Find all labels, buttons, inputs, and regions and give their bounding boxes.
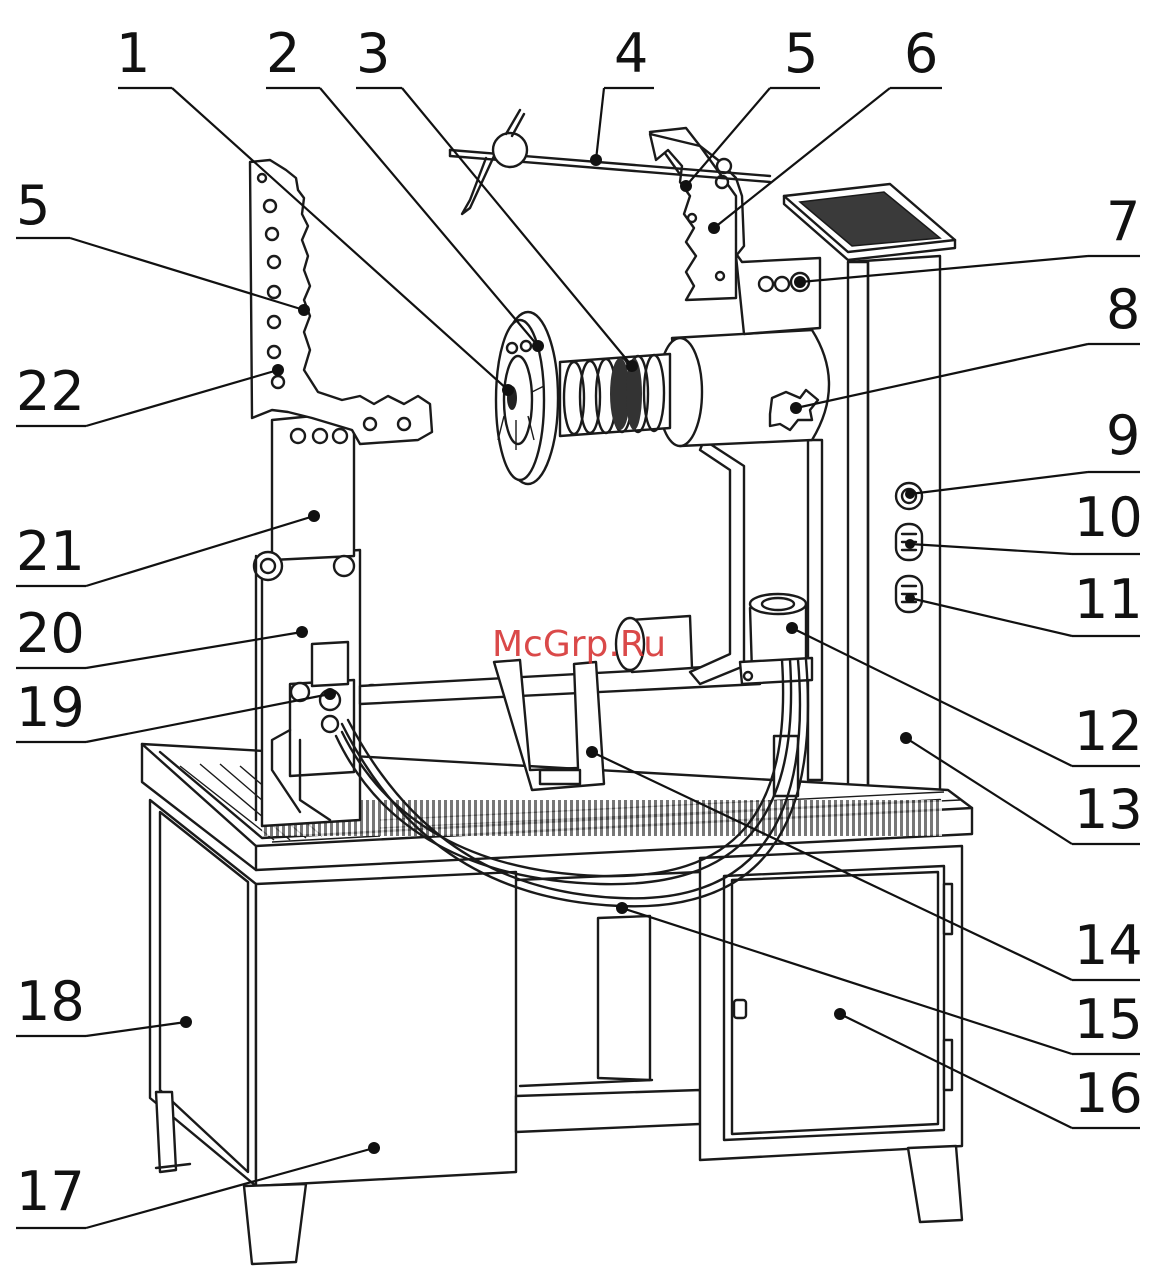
callout-8: 8	[790, 278, 1140, 414]
callout-number: 2	[266, 22, 300, 85]
upper-bracket	[650, 128, 820, 334]
right-cabinet	[700, 846, 962, 1222]
callout-22: 22	[16, 360, 284, 426]
watermark: McGrp.Ru	[492, 624, 666, 665]
callout-number: 5	[16, 174, 50, 237]
callout-12: 12	[786, 622, 1143, 766]
callout-number: 3	[356, 22, 390, 85]
callout-number: 17	[16, 1160, 85, 1223]
callout-number: 11	[1074, 568, 1143, 631]
callout-number: 20	[16, 602, 85, 665]
callout-number: 5	[784, 22, 818, 85]
callout-3: 3	[356, 22, 638, 372]
flange-spring	[496, 312, 670, 484]
callout-1: 1	[116, 22, 514, 396]
callout-number: 4	[614, 22, 648, 85]
middle-frame	[516, 872, 700, 1132]
callout-number: 8	[1106, 278, 1140, 341]
callout-number: 15	[1074, 988, 1143, 1051]
callout-2: 2	[266, 22, 544, 352]
callout-number: 7	[1106, 190, 1140, 253]
callout-number: 6	[904, 22, 938, 85]
callout-number: 9	[1106, 404, 1140, 467]
callout-4: 4	[590, 22, 654, 166]
callout-number: 12	[1074, 700, 1143, 763]
callout-number: 22	[16, 360, 85, 423]
callout-number: 21	[16, 520, 85, 583]
callout-number: 10	[1074, 486, 1143, 549]
callout-number: 18	[16, 970, 85, 1033]
callout-number: 1	[116, 22, 150, 85]
callout-number: 13	[1074, 778, 1143, 841]
callout-number: 14	[1074, 914, 1143, 977]
callout-number: 19	[16, 676, 85, 739]
machine-drawing	[142, 110, 972, 1264]
callout-number: 16	[1074, 1062, 1143, 1125]
head-housing	[658, 330, 829, 446]
